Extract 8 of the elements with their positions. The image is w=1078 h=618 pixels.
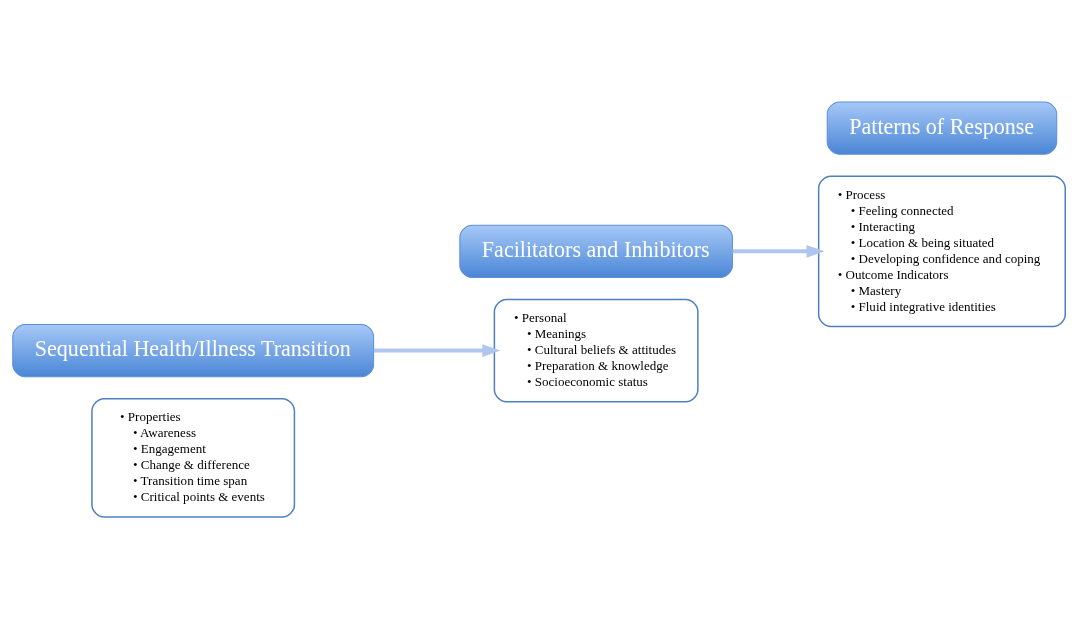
node-box: Facilitators and Inhibitors <box>459 224 733 278</box>
arrow <box>373 343 501 357</box>
node-box: Sequential Health/Illness Transition <box>12 323 375 377</box>
node-box: • Process • Feeling connected • Interacting • Location & being situated • Developing confidence and coping • Outcome Indicators • Mastery • Fluid integrative identities <box>817 174 1066 327</box>
node-box: • Personal • Meanings • Cultural beliefs & attitudes • Preparation & knowledge • Socioeconomic status <box>493 298 699 402</box>
node-box: Patterns of Response <box>826 101 1058 155</box>
arrow <box>732 244 825 258</box>
node-box: • Properties • Awareness • Engagement • Change & difference • Transition time span • Critical points & events <box>91 397 296 518</box>
